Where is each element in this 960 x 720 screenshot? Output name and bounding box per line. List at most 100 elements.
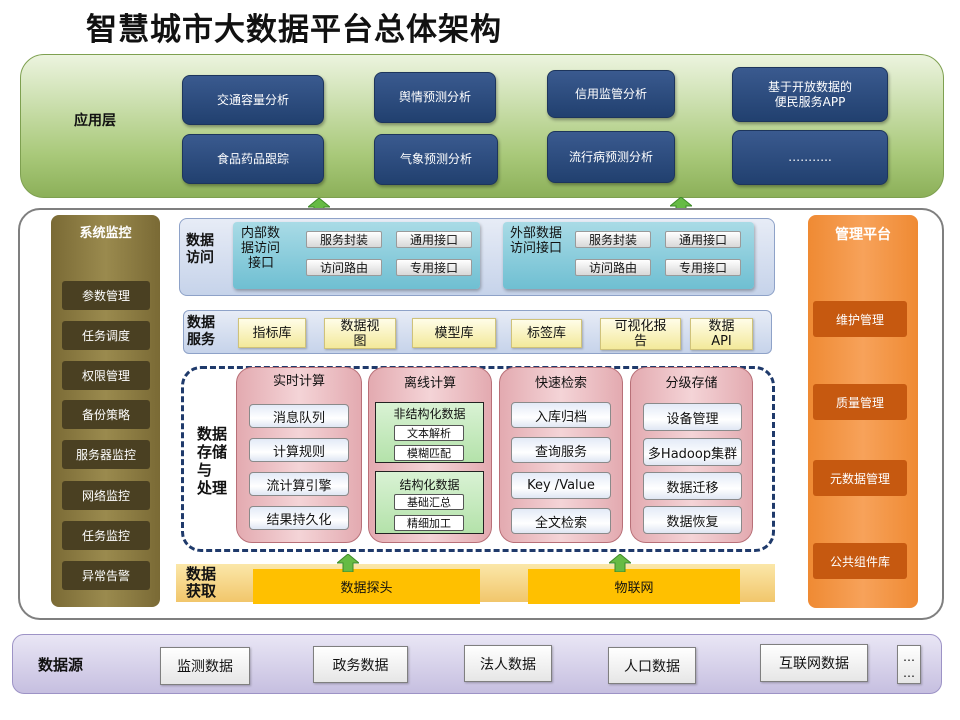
storage-processing-label: 数据 存储 与 处理 bbox=[197, 425, 227, 497]
monitor-item-alert[interactable]: 异常告警 bbox=[62, 561, 150, 590]
source-more-dots1: … bbox=[903, 649, 915, 664]
system-monitor-title: 系统监控 bbox=[79, 226, 132, 241]
realtime-result-persistence[interactable]: 结果持久化 bbox=[249, 506, 349, 530]
mgmt-item-metadata[interactable]: 元数据管理 bbox=[813, 460, 907, 496]
source-population-data[interactable]: 人口数据 bbox=[608, 647, 696, 684]
structured-data-title: 结构化数据 bbox=[399, 478, 460, 492]
data-access-label-line2: 访问 bbox=[186, 250, 214, 266]
service-visual-report-line1: 可视化报 bbox=[614, 319, 667, 334]
monitor-item-permissions[interactable]: 权限管理 bbox=[62, 361, 150, 390]
tiered-storage-title: 分级存储 bbox=[665, 376, 718, 391]
data-source-label: 数据源 bbox=[38, 656, 84, 674]
storage-label-line3: 与 bbox=[197, 461, 213, 479]
internal-access-line2: 据访问 bbox=[241, 241, 281, 256]
service-indicator-library[interactable]: 指标库 bbox=[238, 318, 306, 348]
offline-fuzzy-matching[interactable]: 模糊匹配 bbox=[394, 445, 464, 461]
app-open-data-line2: 便民服务APP bbox=[774, 94, 846, 109]
realtime-compute-rules[interactable]: 计算规则 bbox=[249, 438, 349, 462]
service-data-api-line2: API bbox=[711, 334, 732, 349]
up-arrow-icon bbox=[337, 554, 359, 572]
source-legal-entity-data[interactable]: 法人数据 bbox=[464, 645, 552, 682]
search-fulltext[interactable]: 全文检索 bbox=[511, 508, 611, 534]
source-monitoring-data[interactable]: 监测数据 bbox=[160, 647, 250, 685]
app-weather-forecast[interactable]: 气象预测分析 bbox=[374, 134, 498, 185]
data-access-label-line1: 数据 bbox=[186, 233, 214, 249]
data-service-label: 数据 服务 bbox=[187, 315, 215, 349]
data-access-label: 数据 访问 bbox=[186, 233, 214, 267]
source-more-dots2: … bbox=[903, 665, 915, 680]
chip-service-encapsulation[interactable]: 服务封装 bbox=[306, 231, 382, 248]
monitor-item-server[interactable]: 服务器监控 bbox=[62, 440, 150, 469]
search-query-service[interactable]: 查询服务 bbox=[511, 437, 611, 463]
monitor-item-scheduling[interactable]: 任务调度 bbox=[62, 321, 150, 350]
chip-general-interface[interactable]: 通用接口 bbox=[396, 231, 472, 248]
data-acquisition-label: 数据 获取 bbox=[186, 566, 216, 600]
data-service-label-line2: 服务 bbox=[187, 332, 215, 348]
service-data-api[interactable]: 数据 API bbox=[690, 318, 753, 350]
offline-text-parsing[interactable]: 文本解析 bbox=[394, 425, 464, 441]
monitor-item-task[interactable]: 任务监控 bbox=[62, 521, 150, 550]
source-more[interactable]: … … bbox=[897, 645, 921, 684]
storage-multi-hadoop[interactable]: 多Hadoop集群 bbox=[643, 438, 742, 466]
mgmt-item-quality[interactable]: 质量管理 bbox=[813, 384, 907, 420]
app-more[interactable]: ……….. bbox=[732, 130, 888, 185]
external-access-line1: 外部数据 bbox=[510, 226, 563, 241]
up-arrow-icon bbox=[609, 554, 631, 572]
chip-dedicated-interface[interactable]: 专用接口 bbox=[665, 259, 741, 276]
application-layer-label: 应用层 bbox=[74, 113, 116, 129]
service-visual-report-line2: 告 bbox=[633, 334, 647, 349]
management-title: 管理平台 bbox=[835, 227, 891, 243]
service-data-view[interactable]: 数据视 图 bbox=[324, 318, 396, 349]
acquisition-label-line1: 数据 bbox=[186, 565, 217, 583]
storage-label-line1: 数据 bbox=[197, 425, 228, 443]
external-access-title: 外部数据 访问接口 bbox=[510, 226, 562, 256]
service-tag-library[interactable]: 标签库 bbox=[511, 319, 582, 348]
realtime-stream-engine[interactable]: 流计算引擎 bbox=[249, 472, 349, 496]
app-credit-supervision[interactable]: 信用监管分析 bbox=[547, 70, 675, 118]
realtime-message-queue[interactable]: 消息队列 bbox=[249, 404, 349, 428]
mgmt-item-components[interactable]: 公共组件库 bbox=[813, 543, 907, 579]
chip-general-interface[interactable]: 通用接口 bbox=[665, 231, 741, 248]
chip-access-routing[interactable]: 访问路由 bbox=[306, 259, 382, 276]
monitor-item-backup[interactable]: 备份策略 bbox=[62, 400, 150, 429]
acquisition-data-probe[interactable]: 数据探头 bbox=[253, 569, 480, 604]
offline-basic-summary[interactable]: 基础汇总 bbox=[394, 494, 464, 510]
search-archive[interactable]: 入库归档 bbox=[511, 402, 611, 428]
monitor-item-params[interactable]: 参数管理 bbox=[62, 281, 150, 310]
up-arrow-icon bbox=[308, 198, 330, 216]
storage-data-recovery[interactable]: 数据恢复 bbox=[643, 506, 742, 534]
internal-access-title: 内部数 据访问 接口 bbox=[241, 226, 280, 271]
chip-service-encapsulation[interactable]: 服务封装 bbox=[575, 231, 651, 248]
storage-device-management[interactable]: 设备管理 bbox=[643, 403, 742, 431]
internal-access-line1: 内部数 bbox=[241, 226, 281, 241]
service-visual-report[interactable]: 可视化报 告 bbox=[600, 318, 681, 350]
acquisition-label-line2: 获取 bbox=[186, 582, 217, 600]
app-traffic-capacity[interactable]: 交通容量分析 bbox=[182, 75, 324, 125]
data-service-label-line1: 数据 bbox=[187, 315, 215, 331]
unstructured-data-title: 非结构化数据 bbox=[393, 407, 466, 421]
mgmt-item-maintenance[interactable]: 维护管理 bbox=[813, 301, 907, 337]
app-food-drug-tracking[interactable]: 食品药品跟踪 bbox=[182, 134, 324, 184]
monitor-item-network[interactable]: 网络监控 bbox=[62, 481, 150, 510]
service-data-api-line1: 数据 bbox=[708, 319, 735, 334]
source-internet-data[interactable]: 互联网数据 bbox=[760, 644, 868, 682]
app-opinion-forecast[interactable]: 舆情预测分析 bbox=[374, 72, 496, 123]
internal-access-line3: 接口 bbox=[248, 256, 275, 271]
app-open-data-service[interactable]: 基于开放数据的 便民服务APP bbox=[732, 67, 888, 122]
storage-data-migration[interactable]: 数据迁移 bbox=[643, 472, 742, 500]
app-epidemic-forecast[interactable]: 流行病预测分析 bbox=[547, 131, 675, 183]
chip-dedicated-interface[interactable]: 专用接口 bbox=[396, 259, 472, 276]
offline-fine-processing[interactable]: 精细加工 bbox=[394, 515, 464, 531]
storage-label-line4: 处理 bbox=[197, 479, 228, 497]
external-access-line2: 访问接口 bbox=[510, 241, 563, 256]
service-model-library[interactable]: 模型库 bbox=[412, 318, 496, 348]
acquisition-iot[interactable]: 物联网 bbox=[528, 569, 740, 604]
up-arrow-icon bbox=[670, 197, 692, 215]
app-open-data-line1: 基于开放数据的 bbox=[767, 79, 852, 94]
search-key-value[interactable]: Key /Value bbox=[511, 472, 611, 499]
offline-compute-title: 离线计算 bbox=[403, 376, 456, 391]
chip-access-routing[interactable]: 访问路由 bbox=[575, 259, 651, 276]
source-government-data[interactable]: 政务数据 bbox=[313, 646, 408, 683]
service-data-view-line1: 数据视 bbox=[340, 318, 380, 334]
page-title: 智慧城市大数据平台总体架构 bbox=[86, 12, 502, 48]
